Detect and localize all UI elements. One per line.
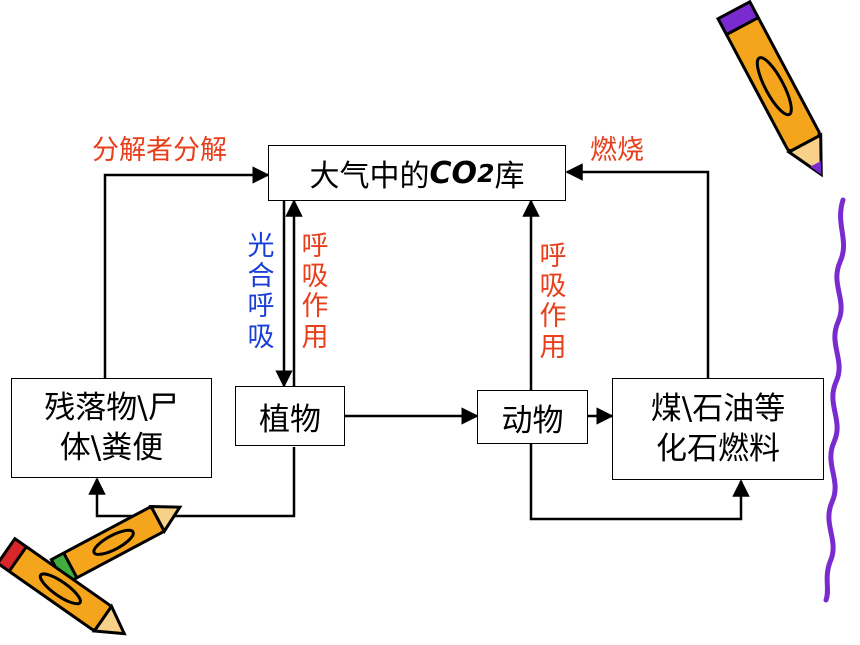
pencil-icon (716, 0, 823, 178)
residue-line2: 体\粪便 (59, 430, 164, 466)
label-decomposition: 分解者分解 (92, 135, 227, 166)
node-animal: 动物 (477, 390, 588, 444)
arrow-decomposition (103, 166, 270, 378)
atmosphere-suffix: 库 (494, 159, 525, 194)
node-plant: 植物 (235, 386, 345, 446)
fuel-line1: 煤\石油等 (650, 390, 786, 427)
label-plant-respiration: 呼吸作用 (301, 231, 329, 353)
node-fossil-fuel: 煤\石油等 化石燃料 (612, 378, 824, 480)
fuel-line2: 化石燃料 (656, 431, 780, 467)
arrow-combustion (565, 163, 710, 378)
label-photosynthesis: 光合呼吸 (247, 231, 275, 353)
co2-subscript: 2 (477, 158, 495, 188)
arrow-animal-to-fuel-lower (529, 443, 750, 521)
pencil-icon (49, 504, 183, 587)
purple-wave-line (823, 197, 846, 603)
node-residue: 残落物\尸 体\粪便 (11, 378, 212, 478)
label-animal-respiration: 呼吸作用 (539, 241, 567, 363)
arrow-plant-to-residue (88, 447, 296, 518)
label-combustion: 燃烧 (590, 135, 644, 166)
pencil-icon (0, 536, 127, 636)
co2-formula: CO (429, 155, 478, 191)
residue-line1: 残落物\尸 (44, 389, 179, 426)
atmosphere-prefix: 大气中的 (309, 159, 430, 194)
